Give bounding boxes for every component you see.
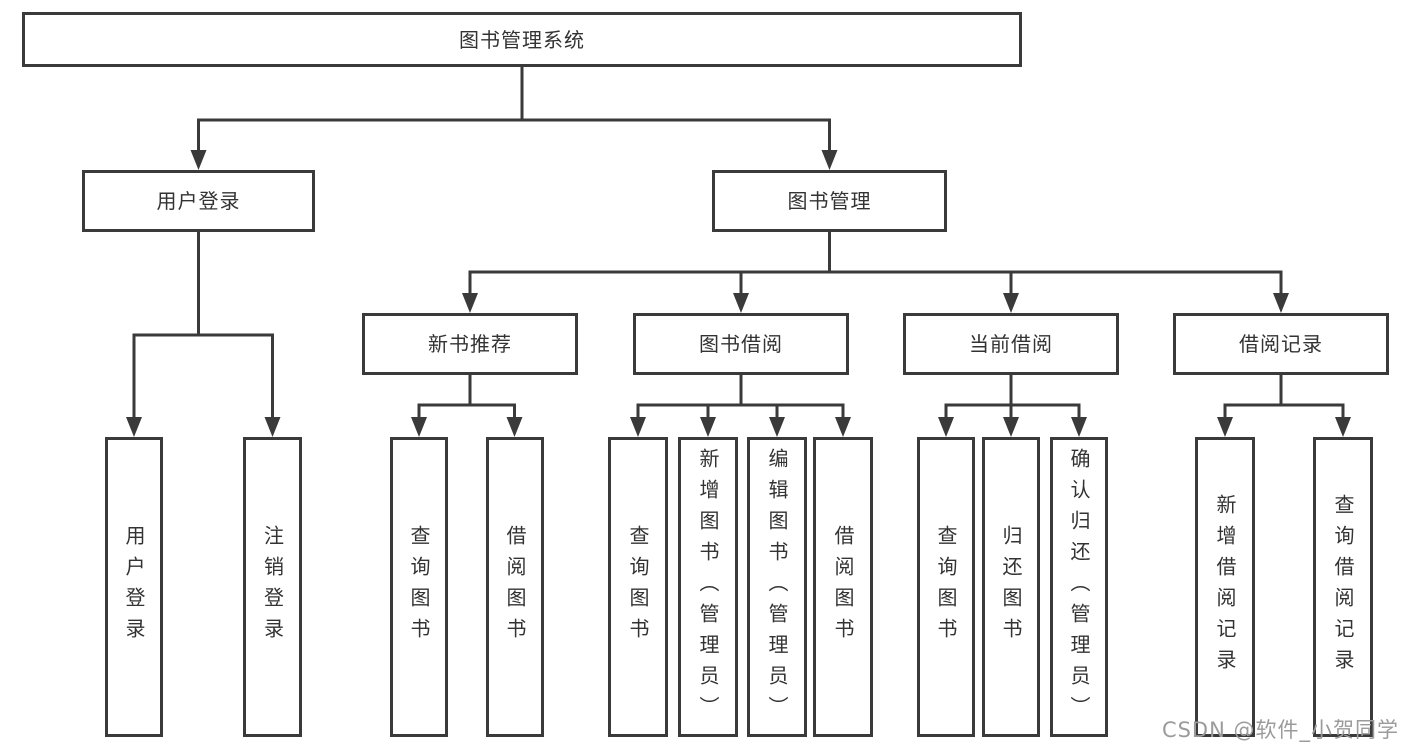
- leaf-borrow-books-2: 借阅图书: [813, 437, 873, 737]
- leaf-return-books: 归还图书: [982, 437, 1040, 737]
- arrow-leaf-query-books-3: [938, 417, 954, 437]
- arrow-borrow-record: [1273, 293, 1289, 313]
- node-label: 当前借阅: [969, 332, 1053, 356]
- leaf-label: 查询图书: [626, 525, 650, 649]
- arrow-leaf-add-borrow-record: [1217, 417, 1233, 437]
- arrow-leaf-logout: [264, 417, 281, 437]
- leaf-label: 查询图书: [407, 525, 431, 649]
- node-new-book-recommend: 新书推荐: [362, 313, 578, 375]
- connector-borrow-record-to-leaves: [1223, 375, 1345, 418]
- connector-user-login-to-leaves: [132, 232, 274, 418]
- node-label: 新书推荐: [428, 332, 512, 356]
- arrow-user-login: [190, 150, 207, 170]
- leaf-user-login: 用户登录: [105, 437, 163, 737]
- connector-new-book-to-leaves: [417, 375, 516, 418]
- leaf-confirm-return-admin: 确认归还（管理员）: [1050, 437, 1108, 737]
- leaf-label: 新增图书（管理员）: [696, 447, 720, 727]
- node-current-borrow: 当前借阅: [903, 313, 1119, 375]
- connector-book-borrow-to-leaves: [636, 375, 845, 418]
- leaf-label: 查询图书: [934, 525, 958, 649]
- leaf-borrow-books-1: 借阅图书: [486, 437, 544, 737]
- arrow-leaf-confirm-return: [1071, 417, 1087, 437]
- arrow-leaf-add-book: [700, 417, 716, 437]
- leaf-query-borrow-record: 查询借阅记录: [1313, 437, 1373, 737]
- leaf-label: 用户登录: [122, 525, 146, 649]
- arrow-leaf-query-books-2: [630, 417, 646, 437]
- leaf-label: 注销登录: [260, 525, 285, 649]
- node-label: 图书借阅: [699, 332, 783, 356]
- leaf-label: 新增借阅记录: [1213, 494, 1237, 680]
- leaf-add-borrow-record: 新增借阅记录: [1195, 437, 1255, 737]
- node-label: 图书管理: [787, 189, 872, 213]
- arrow-book-borrow: [733, 293, 749, 313]
- node-label: 图书管理系统: [459, 27, 585, 52]
- leaf-edit-book-admin: 编辑图书（管理员）: [747, 437, 807, 737]
- leaf-query-books-1: 查询图书: [390, 437, 448, 737]
- node-user-login: 用户登录: [82, 170, 315, 232]
- node-book-management: 图书管理: [712, 170, 947, 232]
- arrow-leaf-borrow-books-2: [835, 417, 851, 437]
- leaf-label: 查询借阅记录: [1331, 494, 1355, 680]
- connector-current-borrow-to-leaves: [944, 375, 1081, 418]
- leaf-label: 确认归还（管理员）: [1067, 447, 1091, 727]
- arrow-leaf-return-books: [1003, 417, 1019, 437]
- leaf-label: 归还图书: [999, 525, 1023, 649]
- node-library-management-system: 图书管理系统: [22, 12, 1022, 67]
- arrow-leaf-edit-book: [769, 417, 785, 437]
- connector-book-management-to-level3: [468, 232, 1283, 294]
- arrowheads: [126, 150, 1351, 437]
- node-borrow-records: 借阅记录: [1173, 313, 1389, 375]
- node-label: 借阅记录: [1239, 332, 1323, 356]
- leaf-query-books-2: 查询图书: [608, 437, 668, 737]
- arrow-new-book: [462, 293, 478, 313]
- arrow-leaf-query-books-1: [411, 417, 427, 437]
- arrow-leaf-query-borrow-record: [1335, 417, 1351, 437]
- leaf-query-books-3: 查询图书: [917, 437, 975, 737]
- leaf-label: 借阅图书: [831, 525, 855, 649]
- leaf-add-book-admin: 新增图书（管理员）: [678, 437, 738, 737]
- node-book-borrow: 图书借阅: [633, 313, 849, 375]
- leaf-label: 编辑图书（管理员）: [765, 447, 789, 727]
- csdn-watermark: CSDN @软件_小贺同学: [1161, 718, 1399, 742]
- leaf-label: 借阅图书: [503, 525, 527, 649]
- arrow-leaf-user-login: [126, 417, 142, 437]
- arrow-book-management: [821, 150, 838, 170]
- node-label: 用户登录: [156, 189, 241, 213]
- connector-root-to-level2: [197, 66, 831, 151]
- leaf-logout: 注销登录: [243, 437, 302, 737]
- arrow-current-borrow: [1003, 293, 1019, 313]
- arrow-leaf-borrow-books-1: [506, 417, 523, 437]
